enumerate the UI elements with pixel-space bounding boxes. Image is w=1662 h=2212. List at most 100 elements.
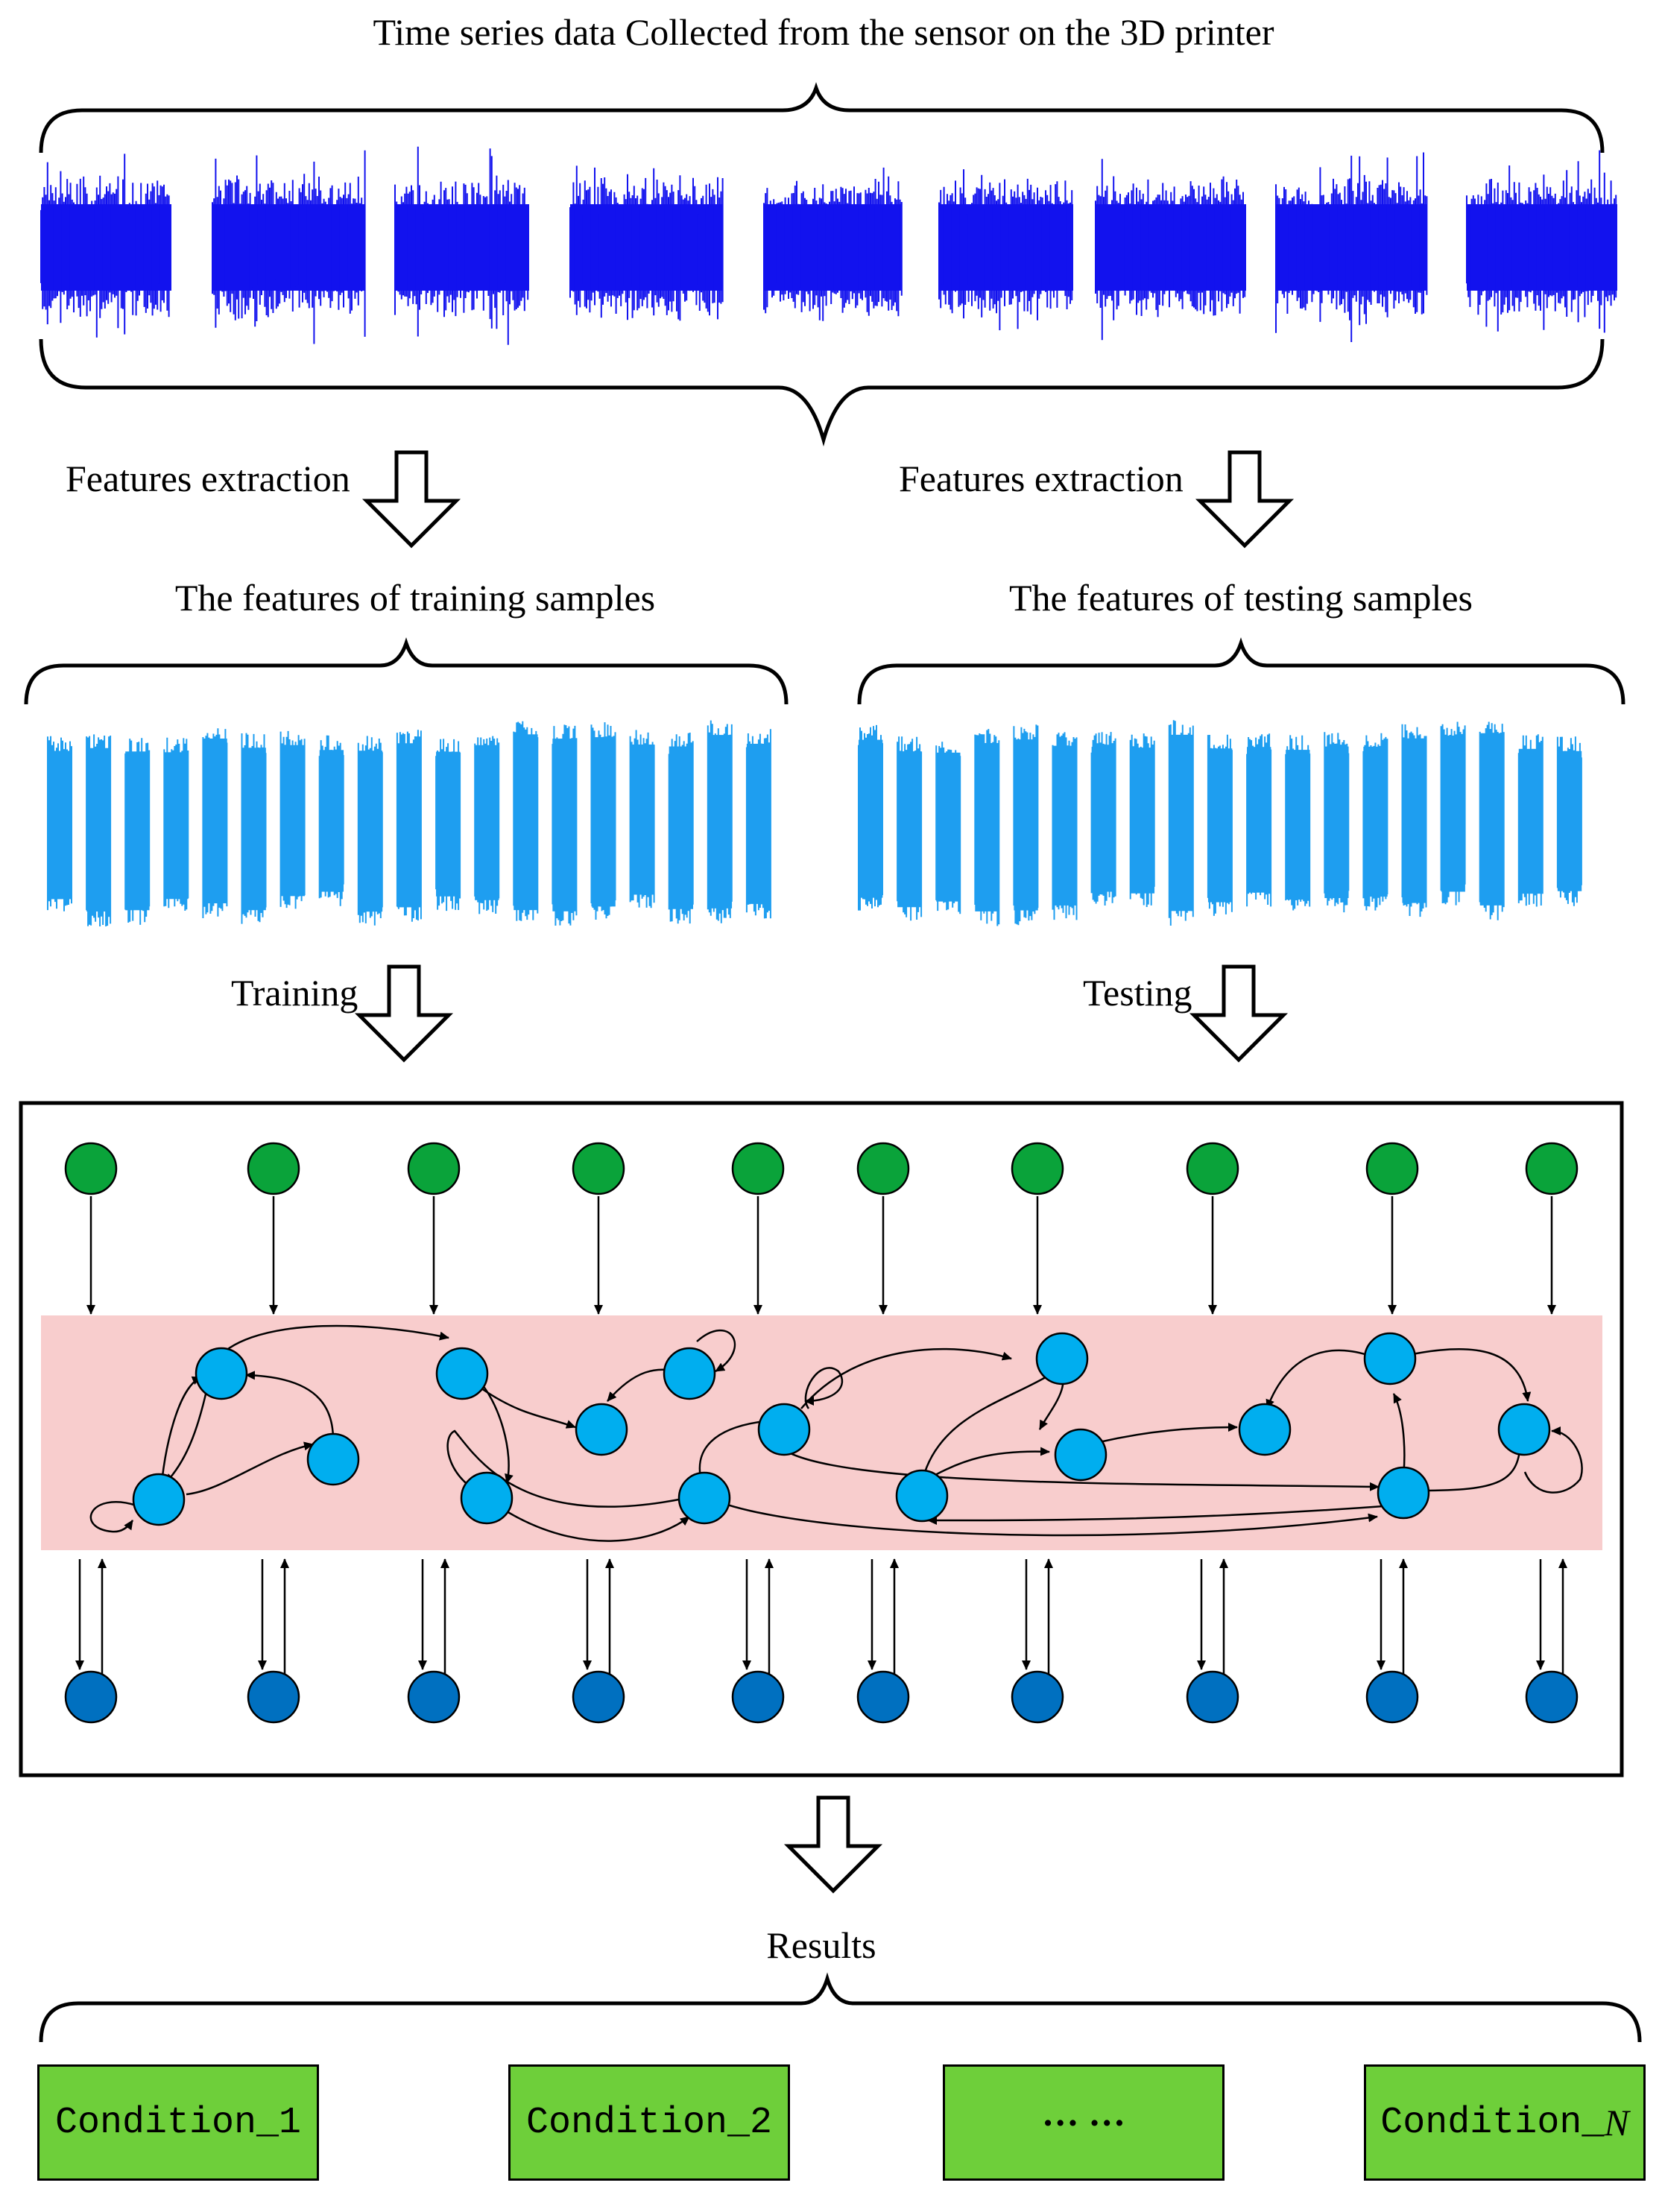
- reservoir-node-2: [195, 1347, 248, 1400]
- condition-2-suffix: 2: [750, 2101, 773, 2144]
- testing-feature-bar-edge-17: [1479, 721, 1505, 920]
- testing-features-title: The features of testing samples: [1008, 577, 1473, 619]
- output-connections: [75, 1558, 1567, 1675]
- raw-signal-block-8: [1275, 152, 1428, 342]
- testing-feature-bar-edge-11: [1246, 733, 1272, 907]
- output-node-1: [64, 1670, 118, 1724]
- results-title: Results: [766, 1924, 876, 1966]
- input-node-9: [1365, 1142, 1419, 1195]
- condition-n-prefix: Condition_: [1380, 2101, 1605, 2144]
- raw-signal-block-1: [40, 154, 171, 338]
- training-feature-bar-edge-11: [435, 739, 461, 911]
- reservoir-node-15: [1497, 1403, 1551, 1456]
- reservoir-node-14: [1363, 1332, 1417, 1385]
- reservoir-band: [41, 1315, 1602, 1550]
- testing-label: Testing: [1083, 972, 1192, 1014]
- training-feature-bar-edge-17: [668, 733, 694, 924]
- training-feature-bar-edge-9: [357, 736, 383, 926]
- reservoir-layer: [132, 1332, 1551, 1526]
- training-feature-bar-edge-2: [86, 734, 112, 926]
- testing-feature-bar-edge-18: [1517, 734, 1543, 907]
- testing-feature-bar-edge-7: [1090, 732, 1116, 906]
- output-node-2: [247, 1670, 300, 1724]
- output-node-8: [1186, 1670, 1239, 1724]
- training-feature-bar-edge-1: [47, 736, 72, 911]
- output-node-5: [731, 1670, 785, 1724]
- training-feature-bar-edge-7: [279, 730, 306, 909]
- reservoir-node-4: [435, 1347, 489, 1400]
- testing-feature-bar-edge-8: [1129, 733, 1155, 907]
- testing-arrow: [1189, 964, 1289, 1063]
- testing-feature-bar-edge-16: [1440, 721, 1466, 906]
- training-feature-bar-edge-3: [124, 738, 151, 925]
- reservoir-node-11: [895, 1469, 949, 1523]
- feature-signals: [47, 720, 1582, 926]
- testing-feature-bar-edge-12: [1285, 735, 1311, 911]
- condition-2-box: Condition_2: [508, 2064, 790, 2181]
- training-feature-bar-edge-6: [241, 733, 267, 924]
- testing-features-brace: [857, 637, 1625, 705]
- output-node-7: [1011, 1670, 1064, 1724]
- input-node-7: [1011, 1142, 1064, 1195]
- testing-feature-bar-edge-2: [897, 736, 923, 921]
- input-layer: [64, 1142, 1579, 1195]
- input-node-3: [407, 1142, 461, 1195]
- output-node-6: [856, 1670, 910, 1724]
- training-label: Training: [231, 972, 358, 1014]
- raw-signal-block-3: [394, 146, 529, 345]
- testing-feature-bar-edge-1: [858, 724, 883, 911]
- output-node-10: [1525, 1670, 1579, 1724]
- training-feature-bar-edge-15: [590, 722, 616, 920]
- reservoir-node-7: [663, 1347, 716, 1400]
- testing-feature-bar-edge-9: [1168, 720, 1194, 926]
- condition-2-prefix: Condition_: [525, 2101, 751, 2144]
- reservoir-node-8: [757, 1403, 811, 1456]
- training-feature-bar-edge-12: [474, 736, 500, 914]
- ellipsis-text: ··· ···: [1041, 2102, 1126, 2143]
- right-extraction-label: Features extraction: [899, 458, 1184, 499]
- reservoir-node-9: [677, 1471, 731, 1525]
- training-features-title: The features of training samples: [174, 577, 656, 619]
- training-feature-bar-edge-13: [513, 721, 539, 921]
- training-arrow: [354, 964, 454, 1063]
- testing-feature-bar-edge-14: [1362, 733, 1388, 911]
- training-feature-bar-edge-4: [163, 737, 189, 911]
- extraction-arrow-right: [1195, 450, 1295, 549]
- output-node-9: [1365, 1670, 1419, 1724]
- condition-1-prefix: Condition_: [54, 2101, 279, 2144]
- raw-signal-block-4: [569, 165, 724, 321]
- training-feature-bar-edge-5: [202, 728, 228, 918]
- testing-feature-bar-edge-15: [1401, 724, 1427, 917]
- input-node-8: [1186, 1142, 1239, 1195]
- training-feature-bar-edge-18: [707, 720, 733, 923]
- reservoir-node-1: [132, 1473, 186, 1526]
- condition-n-suffix: N: [1604, 2102, 1629, 2143]
- training-feature-bar-edge-19: [745, 729, 771, 919]
- condition-1-suffix: 1: [279, 2101, 302, 2144]
- input-node-5: [731, 1142, 785, 1195]
- testing-feature-bar-edge-19: [1556, 736, 1582, 906]
- testing-feature-bar-edge-10: [1207, 734, 1233, 916]
- results-arrow: [783, 1795, 883, 1894]
- results-brace: [39, 1972, 1642, 2043]
- testing-feature-bar-edge-5: [1013, 724, 1039, 926]
- top-title: Time series data Collected from the sens…: [373, 11, 1274, 53]
- reservoir-node-16: [1377, 1466, 1430, 1520]
- ellipsis-box: ··· ···: [943, 2064, 1225, 2181]
- testing-feature-bar-edge-3: [935, 742, 961, 914]
- reservoir-node-5: [575, 1403, 628, 1456]
- top-brace: [39, 82, 1605, 154]
- raw-signal-block-7: [1095, 159, 1246, 341]
- output-layer: [64, 1670, 1579, 1724]
- testing-feature-bar-edge-13: [1324, 732, 1350, 913]
- raw-signal-block-9: [1466, 150, 1617, 333]
- input-node-2: [247, 1142, 300, 1195]
- condition-1-box: Condition_1: [37, 2064, 319, 2181]
- raw-signal-block-5: [763, 167, 903, 321]
- left-extraction-label: Features extraction: [66, 458, 350, 499]
- bottom-brace: [39, 338, 1605, 447]
- reservoir-node-13: [1238, 1403, 1292, 1456]
- output-node-4: [572, 1670, 625, 1724]
